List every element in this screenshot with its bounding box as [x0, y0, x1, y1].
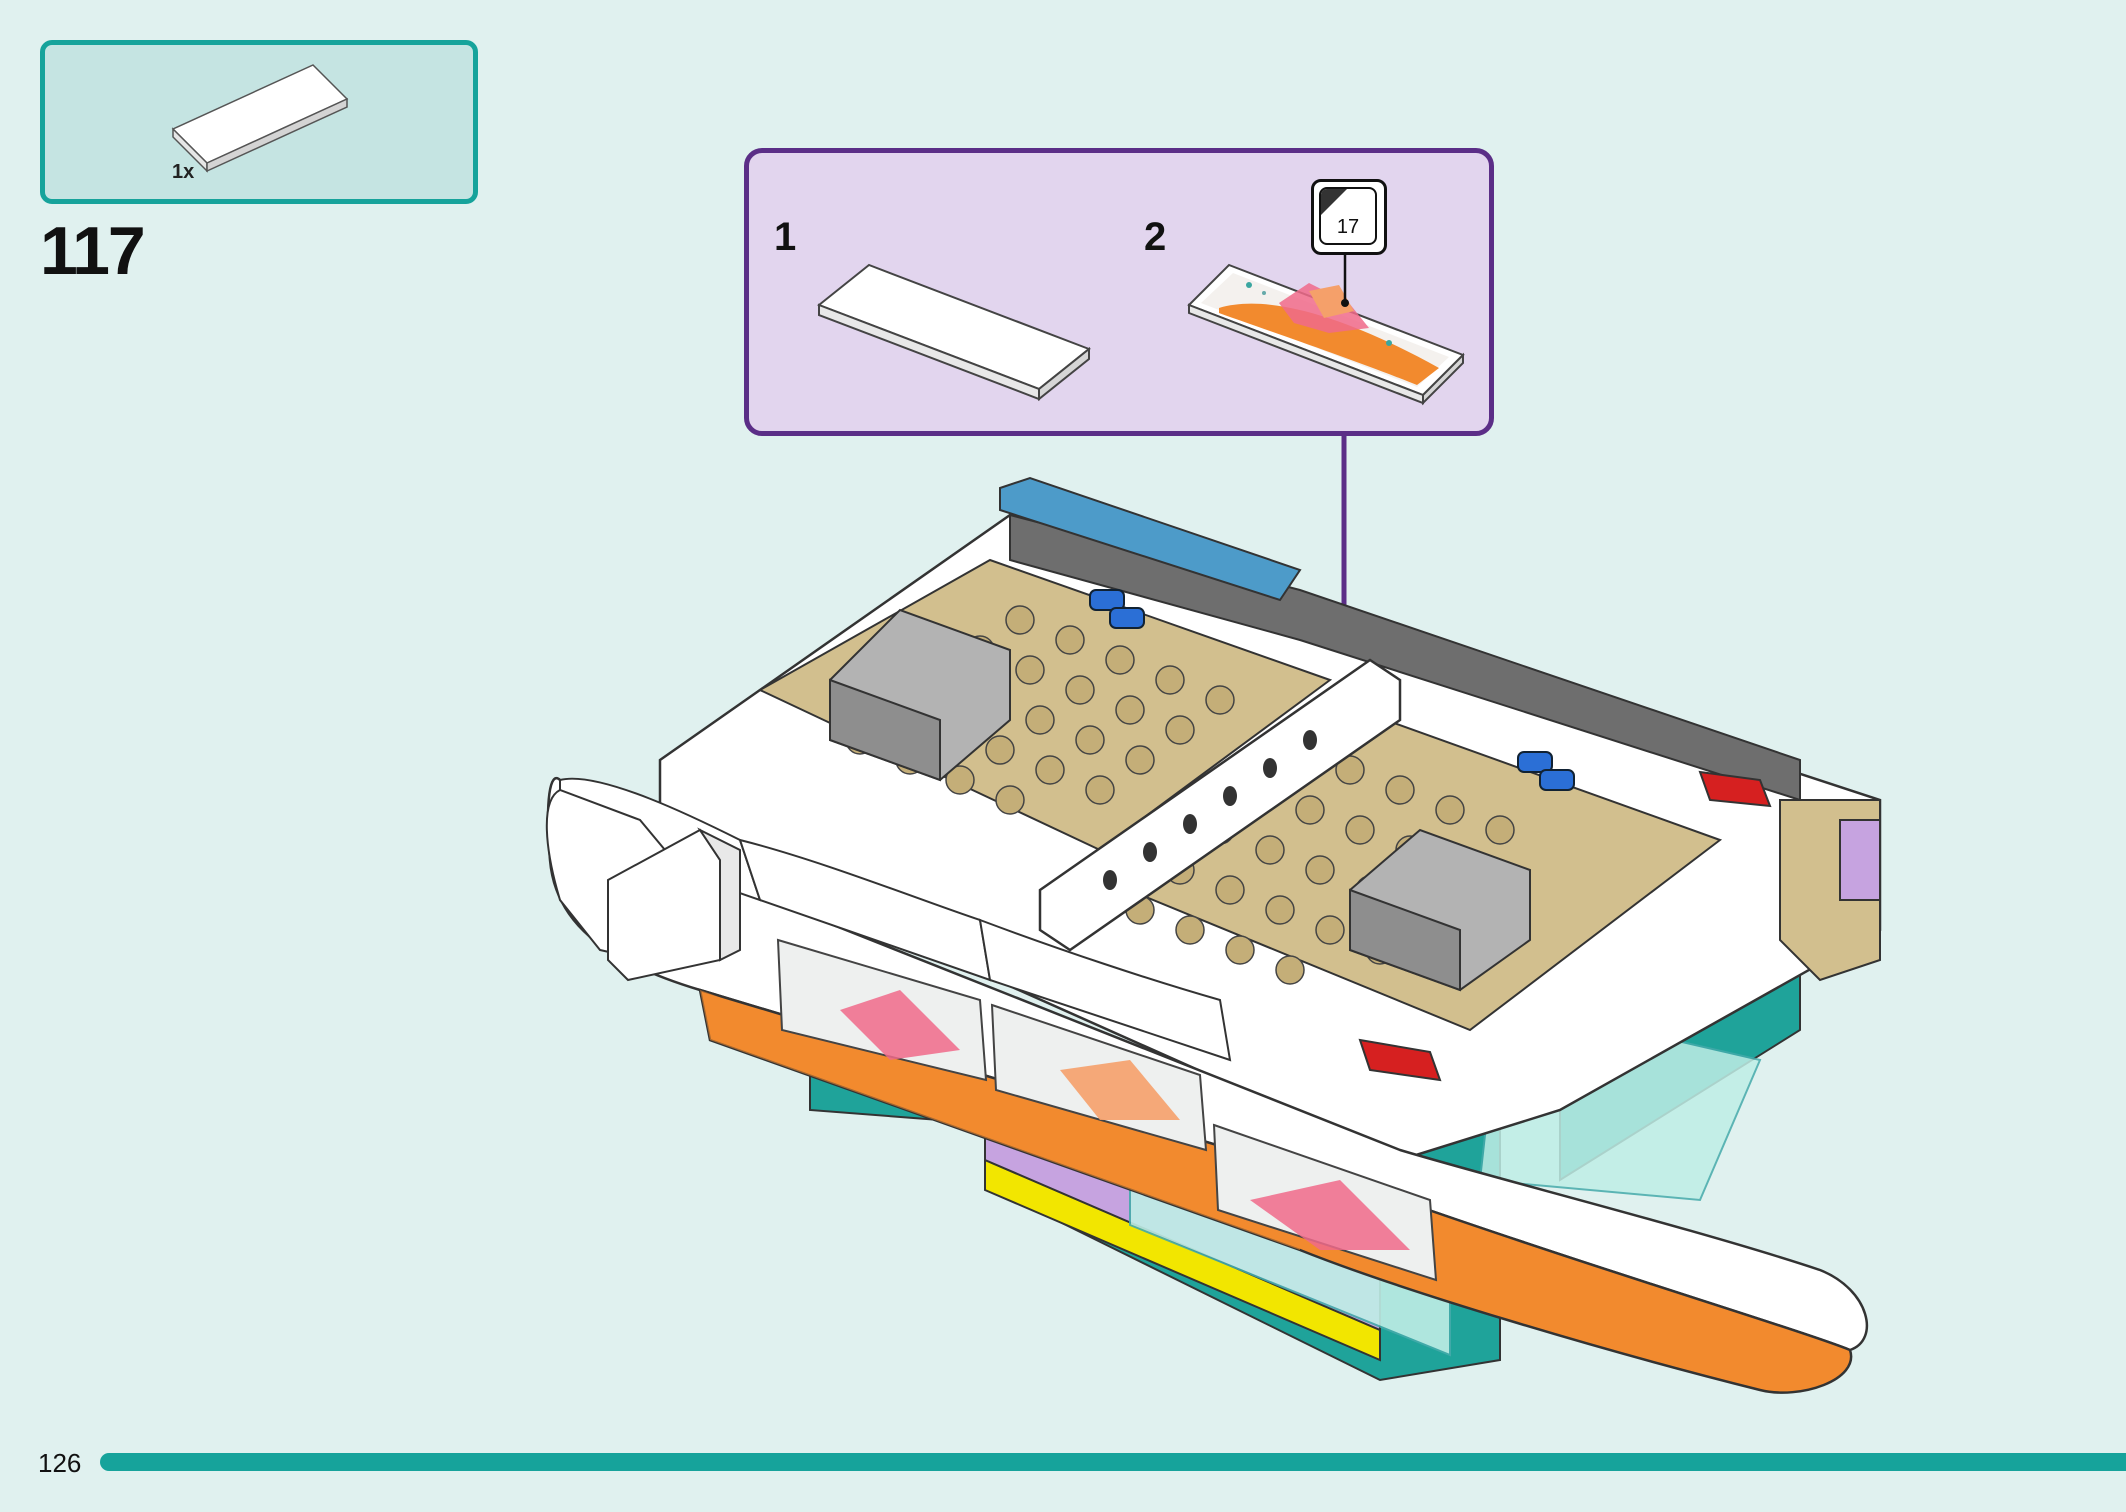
sub-step-number-2: 2: [1144, 215, 1167, 259]
part-quantity: 1x: [172, 161, 195, 183]
divider-holes: [1103, 730, 1317, 890]
sub-step-number-1: 1: [774, 215, 797, 259]
page-number: 126: [38, 1448, 82, 1478]
front-end: [545, 788, 741, 982]
sticker-fold-icon: [1321, 189, 1347, 215]
page-progress-bar: [100, 1453, 2126, 1471]
sticker-number: 17: [1336, 216, 1360, 238]
stickered-tile-icon: [1187, 249, 1465, 406]
parts-list-box: 1x: [40, 40, 478, 204]
blue-pins: [1089, 589, 1575, 791]
boat-model-illustration: [545, 431, 1882, 1394]
gray-bricks: [829, 608, 1531, 992]
step-number: 117: [40, 213, 146, 289]
callout-illustration: [817, 249, 1465, 406]
plain-tile-icon: [817, 263, 1091, 402]
sub-assembly-callout: 1 2 17: [744, 148, 1494, 436]
sticker-badge: 17: [1311, 179, 1387, 255]
white-tile-icon: [171, 64, 349, 173]
hull-stickers: [776, 938, 1438, 1282]
